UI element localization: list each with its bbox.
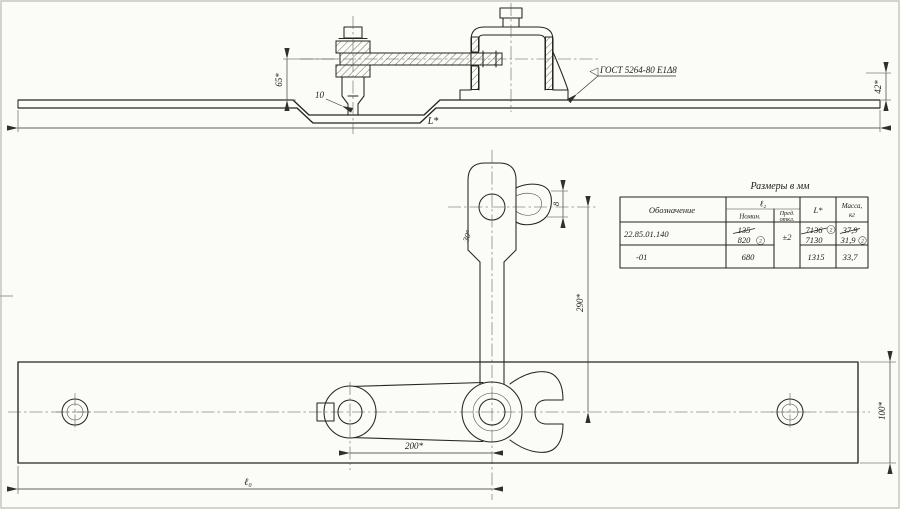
dim-65-label: 65* (274, 73, 284, 87)
col-mass-2: кг (849, 211, 855, 219)
dim-L: L* (7, 110, 891, 132)
weld-note: ГОСТ 5264-80 Е1Δ8 (599, 65, 677, 75)
weld-callout: ГОСТ 5264-80 Е1Δ8 (566, 65, 677, 104)
row2-designation: -01 (636, 252, 647, 262)
dim-L-label: L* (427, 116, 439, 127)
row1-l2-old: 135 (738, 225, 751, 235)
lever-plan (316, 371, 564, 470)
row1-length-new: 7130 (806, 235, 824, 245)
rev-mark: 2 (830, 228, 833, 234)
dimensions-table: Обозначение ℓ₂ Номин. Пред. откл. L* Мас… (619, 196, 869, 269)
lever-lug-outline (515, 183, 552, 226)
dim-42-label: 42* (873, 80, 883, 94)
leader-10-label: 10 (315, 90, 325, 100)
dim-290-label: 290* (575, 294, 585, 313)
row1-mass-new: 31,9 (840, 235, 857, 245)
right-end-hole (771, 393, 809, 431)
row2-length: 1315 (808, 252, 825, 262)
jaw-hook (509, 371, 564, 453)
main-boss-hole (478, 398, 506, 426)
dim-65: 65* (274, 48, 338, 111)
col-designation: Обозначение (649, 205, 695, 215)
flat-bar-side (17, 99, 881, 124)
dim-200-label: 200* (405, 441, 424, 451)
table-title: Размеры в мм (749, 181, 810, 192)
dim-42: 42* (866, 62, 891, 111)
leader-10: 10 (315, 90, 354, 113)
row2-l2: 680 (742, 252, 756, 262)
dim-30-label: 30° (460, 228, 474, 244)
dim-100: 100* (860, 351, 896, 474)
table-row: -01 680 1315 33,7 (636, 252, 858, 262)
dim-8: 8 (547, 180, 568, 228)
row1-l2-new: 820 (738, 235, 752, 245)
col-l2-deviation-2: откл. (780, 216, 795, 223)
col-l2: ℓ₂ (760, 199, 767, 209)
main-boss (461, 381, 523, 443)
lever-arm (467, 249, 517, 385)
left-end-hole (56, 393, 94, 431)
col-l2-nominal: Номин. (738, 213, 761, 221)
row1-length-old: 7136 (806, 225, 824, 235)
row1-mass-old: 37,9 (842, 225, 859, 235)
rod-section (339, 50, 503, 68)
dim-290: 290* (575, 196, 591, 423)
flat-bar-plan (17, 361, 859, 464)
weld-flag-icon (589, 67, 599, 77)
col-mass-1: Масса, (841, 202, 863, 210)
lever-detail-view: 8 30° (448, 162, 598, 385)
dim-l0: ℓ₀ (7, 466, 503, 494)
dim-8-label: 8 (551, 201, 561, 206)
col-length: L* (813, 205, 824, 215)
dim-200: 200* (339, 441, 503, 456)
rev-mark: 2 (759, 239, 762, 245)
rev-mark: 2 (861, 239, 864, 245)
row1-deviation: ±2 (783, 232, 793, 242)
dim-l0-label: ℓ₀ (244, 477, 252, 488)
plan-view (8, 361, 870, 470)
table-row: 22.85.01.140 135 820 2 ±2 7136 2 7130 37… (624, 225, 867, 245)
col-l2-deviation-1: Пред. (779, 210, 795, 217)
dim-100-label: 100* (877, 402, 887, 421)
row1-designation: 22.85.01.140 (624, 229, 669, 239)
boss-clip (316, 402, 335, 422)
side-elevation-view (17, 3, 881, 134)
row2-mass: 33,7 (842, 252, 859, 262)
